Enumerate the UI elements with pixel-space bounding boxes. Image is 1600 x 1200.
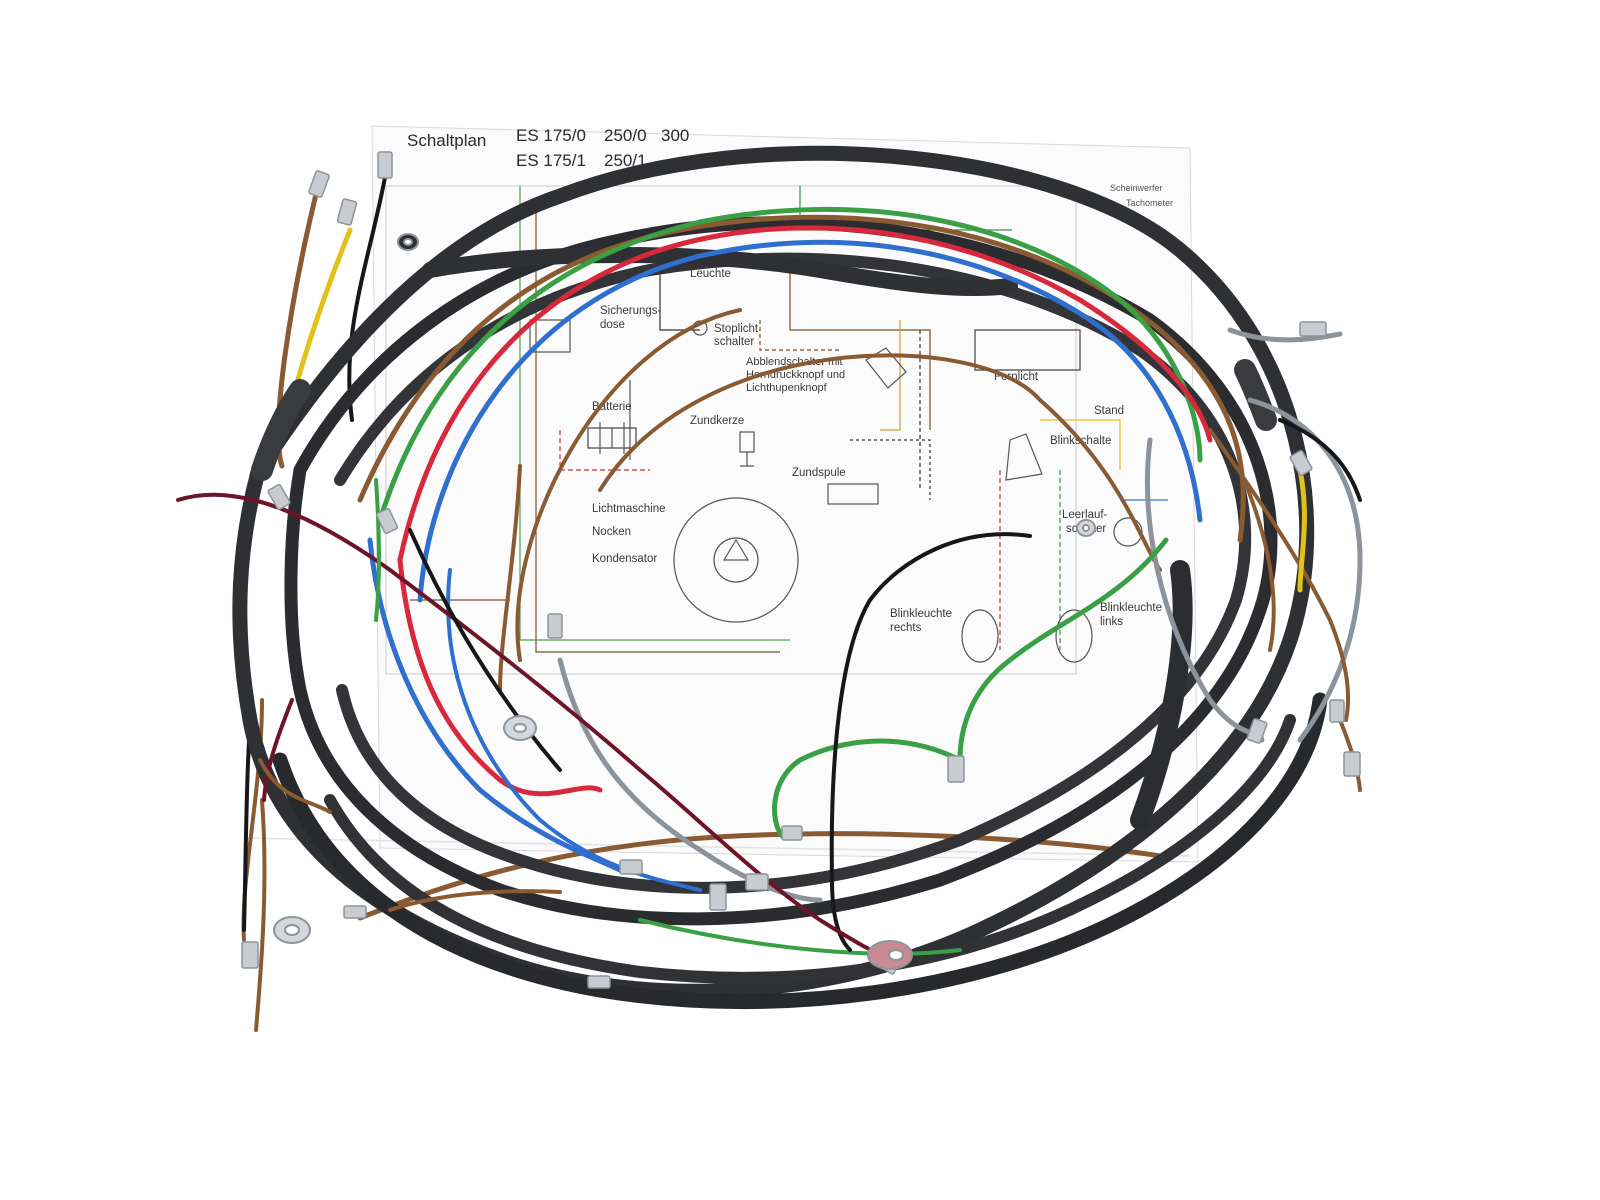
paper-sheet [371,125,1199,863]
spade-terminal-right-4 [1246,718,1268,744]
spade-terminal-top-left-2 [336,198,358,226]
spade-terminal-bottom-1 [241,941,259,969]
model-2a: ES 175/1 [516,151,586,170]
label-abblend-3: Lichthupenknopf [746,382,828,394]
wire-brown-loop [357,214,1246,543]
wire-green-loop [377,206,1203,523]
wire-yellow-right [1297,467,1307,593]
indicator-lamp-left [1055,609,1093,663]
wire-green-left [374,478,381,622]
label-tachometer: Tachometer [1126,198,1173,208]
spade-terminal-left-1 [267,483,291,511]
wire-brown-right-2 [1238,468,1276,652]
label-zundkerze: Zundkerze [690,415,744,427]
wire-blue-lower-2 [446,568,702,892]
alternator-symbol [673,497,799,623]
conductor-loops [176,206,1363,960]
spade-terminal-bottom-5 [619,859,643,875]
spade-terminal-bottom-8 [343,905,367,919]
wiring-harness [176,145,1363,1032]
neutral-switch-symbol [1113,517,1143,547]
model-1c: 300 [661,126,689,145]
wire-green-bottom [638,918,962,956]
spade-terminal-right-2 [1329,699,1345,723]
wire-blue-lower [367,537,623,873]
wire-brown-down [498,464,522,692]
spade-terminal-center-3 [947,755,965,783]
wire-gray-right [1247,397,1363,743]
wire-brown-inner-loop [515,308,742,662]
label-lichtmaschine: Lichtmaschine [592,503,666,515]
ignition-coil-symbol [827,483,879,505]
label-sicherungsdose-1: Sicherungs- [600,305,662,317]
spade-terminal-bottom-7 [587,975,611,989]
sheath-right-sleeve [1234,359,1277,431]
model-1b: 250/0 [604,126,647,145]
wire-brown-bottom-left-2 [254,798,267,1032]
label-leuchte: Leuchte [690,268,731,280]
model-2b: 250/1 [604,151,647,170]
wire-brown-cross [258,758,332,814]
terminals [241,151,1361,989]
schematic-labels: Scheinwerfer Tachometer Leuchte Sicherun… [592,183,1173,634]
spade-terminal-center-1 [375,507,399,535]
label-blinkleuchte-rechts-2: rechts [890,622,922,634]
indicator-switch-symbol [1005,433,1043,481]
sheath-top-run [422,247,1018,297]
sheath-right-run [1130,560,1193,830]
spade-terminal-top-left-1 [308,170,330,198]
spark-plug-symbol [739,431,755,467]
label-zundspule: Zundspule [792,467,846,479]
wire-red-loop [397,225,1213,563]
wire-maroon-down [262,698,294,802]
spade-terminal-bottom-2 [709,883,727,911]
ring-lug-top-left [397,233,419,251]
label-blinkleuchte-rechts-1: Blinkleuchte [890,608,952,620]
label-abblend-1: Abblendschalter mit [746,356,843,368]
label-blinkleuchte-links-1: Blinkleuchte [1100,602,1162,614]
spade-terminal-top-right [1299,321,1327,337]
label-blinkleuchte-links-2: links [1100,616,1123,628]
spade-terminal-right-1 [1289,449,1313,477]
diagram-border [385,185,1077,675]
wire-maroon-long [176,492,892,960]
label-schalter: schalter [714,336,754,348]
wire-blue-loop [417,239,1203,603]
wire-black-left-lead [347,170,388,422]
spade-terminal-bottom-4 [781,825,803,841]
wire-brown-bottom-run [388,889,562,912]
wire-black-right [1278,418,1362,502]
ring-lugs [273,233,1096,970]
dimmer-switch-symbol [865,347,907,389]
indicator-lamp-right [961,609,999,663]
label-standlicht: Stand [1094,405,1124,417]
wire-brown-arc-inner [598,353,1162,572]
spade-terminal-top-left-3 [377,151,393,179]
label-stoplicht: Stoplicht [714,323,759,335]
wire-black-center-2 [408,528,562,772]
label-scheinwerfer: Scheinwerfer [1110,183,1163,193]
schematic-symbols [529,319,1143,663]
ring-lug-right [1076,519,1096,537]
label-leerlauf-1: Leerlauf- [1062,509,1108,521]
sheath-left-sleeve [251,379,311,481]
sheath-loop-lower-2 [324,714,1296,984]
wire-black-center [829,532,1032,952]
label-kondensator: Kondensator [592,553,657,565]
spade-terminal-right-3 [1343,751,1361,777]
ring-lug-bottom-left [273,916,311,944]
wire-red-lower [397,557,603,797]
spade-terminal-bottom-3 [745,873,769,891]
ring-lug-center [503,715,537,741]
spade-terminal-center-2 [547,613,563,639]
sheath-loop-outer [232,145,1315,999]
model-1a: ES 175/0 [516,126,586,145]
fuse-box-symbol [529,319,571,353]
label-nocken: Nocken [592,526,631,538]
label-sicherungsdose-2: dose [600,319,625,331]
wire-gray-top-right [1227,327,1343,343]
ring-lug-copper [867,940,913,970]
diagram-title: Schaltplan [407,131,486,150]
